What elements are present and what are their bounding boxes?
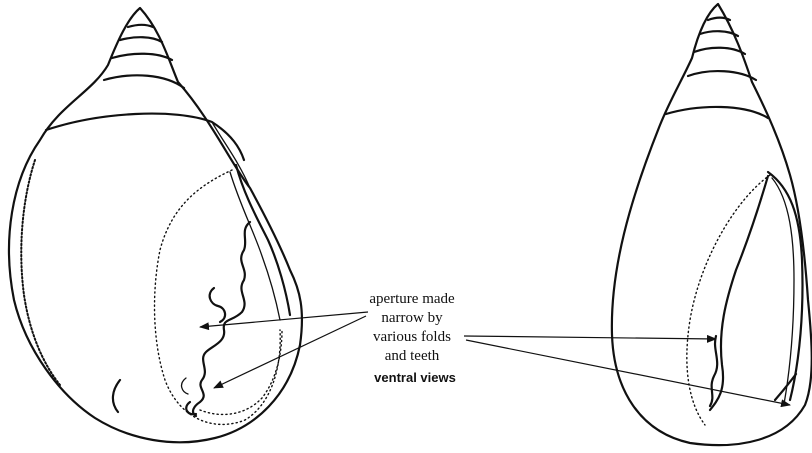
- left-aperture-folds: [193, 222, 250, 416]
- right-fold-tooth-1: [710, 336, 717, 406]
- left-inner-lip-dots: [200, 330, 282, 414]
- right-outer-lip-inner: [772, 178, 794, 404]
- right-spire-whorl-4: [688, 71, 756, 80]
- annotation-line-2: narrow by: [352, 309, 472, 328]
- left-shell-outline: [9, 8, 302, 442]
- annotation-arrows: [200, 312, 790, 405]
- left-spire-whorl-2: [120, 37, 162, 42]
- left-tooth-3: [182, 378, 188, 394]
- right-spire-whorl-1: [708, 18, 730, 20]
- left-tooth-1: [210, 288, 225, 322]
- left-spire-whorl-1: [128, 25, 153, 27]
- arrow-right-lower: [466, 340, 790, 405]
- annotation-line-1: aperture made: [352, 290, 472, 309]
- annotation-line-4: and teeth: [352, 347, 472, 366]
- right-shell: [612, 4, 812, 445]
- left-columella-edge-inner: [230, 172, 280, 320]
- annotation-line-3: various folds: [352, 328, 472, 347]
- right-body-suture: [666, 107, 768, 118]
- left-spire-whorl-3: [112, 54, 172, 60]
- figure-caption: ventral views: [330, 370, 500, 385]
- right-columellar-fold: [710, 176, 768, 410]
- left-spire-whorl-4: [104, 75, 184, 88]
- left-shell: [9, 8, 302, 442]
- left-parietal-edge: [113, 380, 120, 412]
- left-body-suture: [46, 114, 244, 160]
- right-spire-whorl-3: [694, 48, 745, 54]
- left-outer-lip-dots: [21, 160, 60, 385]
- aperture-annotation: aperture made narrow by various folds an…: [352, 290, 472, 366]
- arrow-right-upper: [464, 336, 716, 339]
